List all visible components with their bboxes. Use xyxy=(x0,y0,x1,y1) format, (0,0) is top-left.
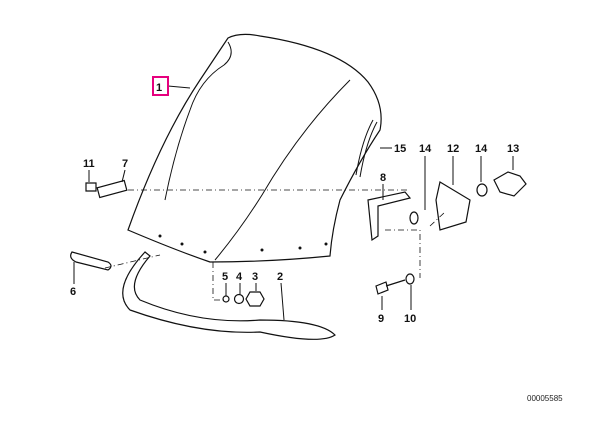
callout-12[interactable]: 12 xyxy=(447,143,459,155)
washer-4-part[interactable] xyxy=(233,293,245,305)
washer-14a-part[interactable] xyxy=(409,211,419,225)
washer-10-part[interactable] xyxy=(405,273,415,285)
washer-5-part[interactable] xyxy=(222,295,230,303)
seal-strip-part[interactable] xyxy=(355,119,378,178)
diagram-reference-number: 00005585 xyxy=(527,394,563,403)
callout-3[interactable]: 3 xyxy=(252,271,258,283)
callout-9[interactable]: 9 xyxy=(378,313,384,325)
callout-6[interactable]: 6 xyxy=(70,286,76,298)
callout-2[interactable]: 2 xyxy=(277,271,283,283)
bracket-12-part[interactable] xyxy=(435,181,471,231)
callout-leaders xyxy=(73,85,514,321)
callout-8[interactable]: 8 xyxy=(380,172,386,184)
callout-11[interactable]: 11 xyxy=(83,158,95,170)
rubber-edge-part[interactable] xyxy=(122,251,336,340)
callout-1[interactable]: 1 xyxy=(156,82,162,94)
callout-14b[interactable]: 14 xyxy=(475,143,488,155)
bracket-6-part[interactable] xyxy=(70,251,112,271)
nut-3-part[interactable] xyxy=(245,291,265,307)
callout-5[interactable]: 5 xyxy=(222,271,228,283)
bolt-9-part[interactable] xyxy=(375,279,406,295)
callout-13[interactable]: 13 xyxy=(507,143,519,155)
callout-15[interactable]: 15 xyxy=(394,143,406,155)
callout-10[interactable]: 10 xyxy=(404,313,416,325)
callout-14a[interactable]: 14 xyxy=(419,143,432,155)
knob-13-part[interactable] xyxy=(493,171,527,197)
plate-7-part[interactable] xyxy=(96,179,128,199)
bracket-8-part[interactable] xyxy=(367,191,412,242)
windshield-part[interactable] xyxy=(127,33,382,263)
callout-7[interactable]: 7 xyxy=(122,158,128,170)
screw-11-part[interactable] xyxy=(85,182,97,192)
highlight-box xyxy=(152,76,169,96)
callout-4[interactable]: 4 xyxy=(236,271,243,283)
washer-14b-part[interactable] xyxy=(476,183,488,197)
